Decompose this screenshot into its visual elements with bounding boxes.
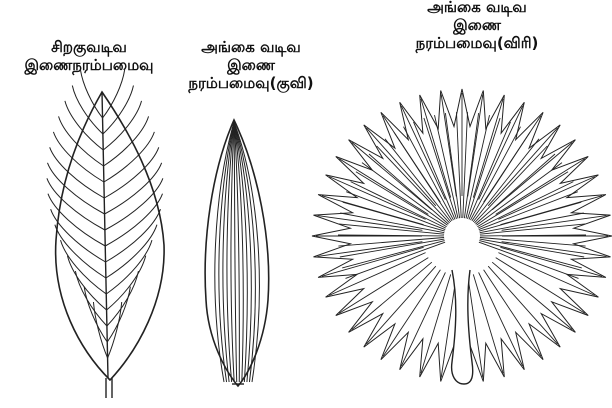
pinnate-leaf-outline — [56, 92, 164, 380]
radiating-vein — [468, 118, 501, 219]
pinnate-vein — [75, 271, 107, 326]
radiating-vein — [441, 95, 456, 197]
convergent-vein — [234, 122, 255, 382]
pinnate-vein — [47, 178, 105, 230]
radiating-vein — [421, 274, 451, 373]
radiating-vein — [473, 274, 503, 373]
pinnate-vein — [105, 194, 162, 246]
radiating-vein — [339, 224, 445, 234]
convergent-leaf-drawing — [205, 120, 269, 386]
pinnate-vein — [103, 85, 134, 134]
pinnate-vein — [47, 163, 104, 214]
radiating-vein — [318, 216, 423, 231]
pinnate-leaf-drawing — [47, 70, 164, 398]
radiating-vein — [366, 266, 435, 344]
pinnate-vein — [105, 178, 163, 230]
radiating-vein — [352, 262, 432, 329]
radiating-vein — [473, 99, 503, 198]
pinnate-vein — [107, 287, 130, 342]
pinnate-vein — [106, 225, 157, 278]
divergent-palm-leaf-drawing — [312, 89, 612, 384]
pinnate-leaf-petiole — [106, 378, 112, 398]
radiating-vein — [492, 262, 572, 329]
convergent-leaf-outline — [205, 120, 269, 386]
radiating-vein — [502, 216, 607, 231]
pinnate-vein — [107, 271, 139, 326]
pinnate-vein — [55, 225, 106, 278]
radiating-vein — [488, 266, 557, 344]
pinnate-vein — [105, 163, 162, 214]
pinnate-vein — [50, 147, 105, 198]
pinnate-vein — [59, 116, 104, 166]
pinnate-vein — [104, 116, 149, 166]
radiating-vein — [468, 95, 483, 197]
pinnate-leaf-veins — [47, 70, 163, 358]
pinnate-vein — [84, 287, 107, 342]
radiating-vein — [421, 99, 451, 198]
pinnate-vein — [104, 147, 159, 198]
convergent-vein — [219, 122, 234, 382]
radiating-vein — [424, 118, 457, 219]
convergent-vein — [231, 122, 234, 382]
convergent-leaf-veins — [215, 122, 260, 382]
pinnate-vein — [93, 302, 107, 358]
radiating-vein — [480, 224, 586, 234]
